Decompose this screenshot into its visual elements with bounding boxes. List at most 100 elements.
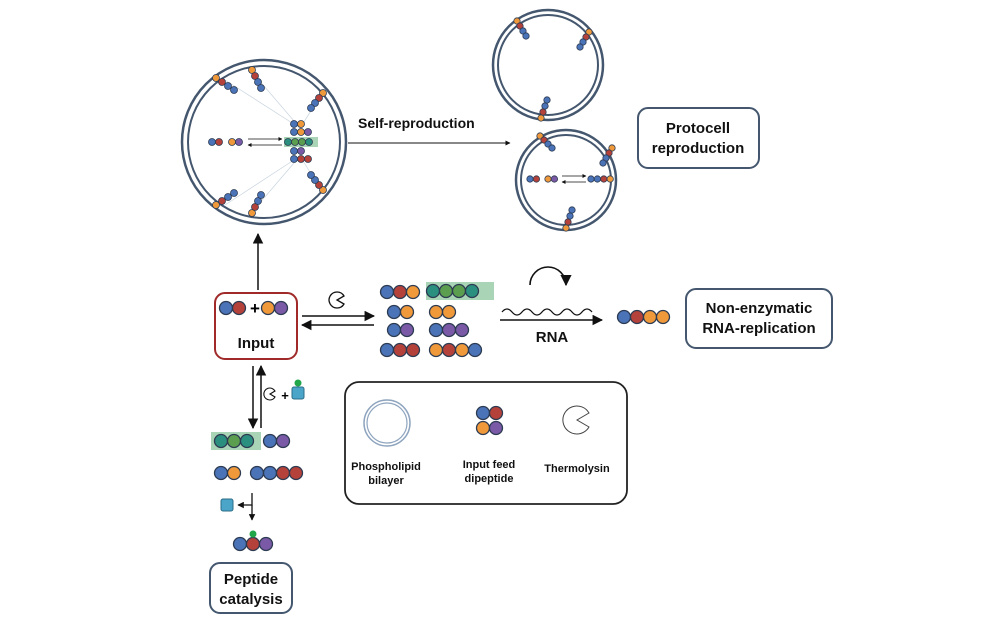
legend-item-0-line1: Phospholipid bbox=[351, 461, 421, 473]
blue-residue bbox=[208, 138, 216, 146]
orange-residue bbox=[428, 342, 444, 358]
non-enzymatic-line2: RNA-replication bbox=[702, 320, 815, 337]
blue-residue bbox=[576, 43, 584, 51]
orange-residue bbox=[606, 175, 614, 183]
input-plus-sign: + bbox=[250, 299, 260, 318]
red-residue bbox=[218, 78, 226, 86]
teal-residue bbox=[425, 283, 441, 299]
rna-product-peptide bbox=[616, 309, 671, 325]
blue-residue bbox=[526, 175, 534, 183]
green-residue bbox=[451, 283, 467, 299]
teal-residue bbox=[213, 433, 229, 449]
blue-residue bbox=[249, 465, 265, 481]
green-residue bbox=[438, 283, 454, 299]
blue-residue bbox=[467, 342, 483, 358]
substrate-dot-icon bbox=[294, 379, 302, 387]
large-membrane-inner bbox=[187, 65, 341, 219]
blue-residue bbox=[290, 128, 298, 136]
red-residue bbox=[218, 197, 226, 205]
blue-residue bbox=[230, 86, 238, 94]
thermolysin-icon bbox=[328, 291, 345, 309]
red-residue bbox=[600, 175, 608, 183]
red-residue bbox=[251, 72, 259, 80]
blue-residue bbox=[262, 433, 278, 449]
blue-residue bbox=[290, 120, 298, 128]
orange-residue bbox=[212, 201, 220, 209]
peptide-catalysis-line1: Peptide bbox=[224, 571, 278, 588]
large-cell-content bbox=[208, 66, 327, 217]
blue-residue bbox=[541, 102, 549, 110]
red-residue bbox=[275, 465, 291, 481]
purple-residue bbox=[550, 175, 559, 183]
orange-residue bbox=[454, 342, 470, 358]
catalysis-peptides bbox=[213, 433, 304, 481]
orange-residue bbox=[544, 175, 552, 183]
cycle-arrow-icon bbox=[529, 266, 572, 287]
membrane-icon bbox=[363, 399, 411, 447]
orange-residue bbox=[562, 224, 570, 232]
legend-box bbox=[344, 381, 628, 505]
teal-residue bbox=[284, 138, 292, 146]
blue-residue bbox=[568, 206, 576, 214]
blue-residue bbox=[262, 465, 278, 481]
red-residue bbox=[297, 155, 305, 163]
peptide-catalysis-box bbox=[209, 562, 293, 614]
purple-residue bbox=[297, 147, 305, 155]
blue-residue bbox=[307, 104, 315, 112]
legend-item-2-line1: Thermolysin bbox=[544, 463, 610, 475]
non-enzymatic-box bbox=[685, 288, 833, 349]
blue-residue bbox=[428, 322, 444, 338]
substrate-square-icon bbox=[291, 386, 305, 400]
blue-residue bbox=[593, 175, 602, 183]
blue-residue bbox=[616, 309, 632, 325]
orange-residue bbox=[260, 300, 276, 316]
red-residue bbox=[441, 342, 457, 358]
orange-residue bbox=[319, 89, 327, 97]
blue-residue bbox=[379, 284, 395, 300]
blue-residue bbox=[257, 84, 265, 92]
green-residue bbox=[298, 138, 306, 146]
orange-residue bbox=[441, 304, 457, 320]
red-residue bbox=[392, 342, 408, 358]
red-residue bbox=[304, 155, 312, 163]
purple-residue bbox=[273, 300, 289, 316]
attached-dot-icon bbox=[249, 530, 257, 538]
blue-residue bbox=[599, 159, 607, 167]
self-reproduction-label: Self-reproduction bbox=[358, 115, 475, 131]
red-residue bbox=[532, 175, 541, 183]
red-residue bbox=[564, 218, 572, 226]
red-residue bbox=[288, 465, 304, 481]
red-residue bbox=[215, 138, 223, 146]
blue-residue bbox=[213, 465, 229, 481]
blue-residue bbox=[379, 342, 395, 358]
large-membrane-outer bbox=[180, 58, 348, 226]
orange-residue bbox=[297, 120, 305, 128]
orange-residue bbox=[297, 128, 305, 136]
blue-residue bbox=[386, 304, 402, 320]
peptide-pool bbox=[379, 283, 483, 358]
red-residue bbox=[315, 181, 323, 189]
blue-residue bbox=[254, 197, 262, 205]
orange-residue bbox=[399, 304, 415, 320]
input-dipeptides bbox=[218, 300, 289, 316]
blue-residue bbox=[311, 99, 319, 107]
purple-residue bbox=[441, 322, 457, 338]
blue-residue bbox=[290, 155, 298, 163]
non-enzymatic-line1: Non-enzymatic bbox=[706, 300, 813, 317]
red-residue bbox=[488, 405, 504, 421]
catalysis-product bbox=[232, 530, 274, 552]
protocell-label-line2: reproduction bbox=[652, 140, 745, 157]
purple-residue bbox=[488, 420, 504, 436]
blue-residue bbox=[307, 171, 315, 179]
blue-residue bbox=[224, 82, 232, 90]
teal-residue bbox=[464, 283, 480, 299]
red-residue bbox=[245, 536, 261, 552]
input-label: Input bbox=[238, 335, 275, 352]
red-residue bbox=[231, 300, 247, 316]
orange-residue bbox=[642, 309, 658, 325]
purple-residue bbox=[258, 536, 274, 552]
orange-residue bbox=[226, 465, 242, 481]
blue-residue bbox=[475, 405, 491, 421]
